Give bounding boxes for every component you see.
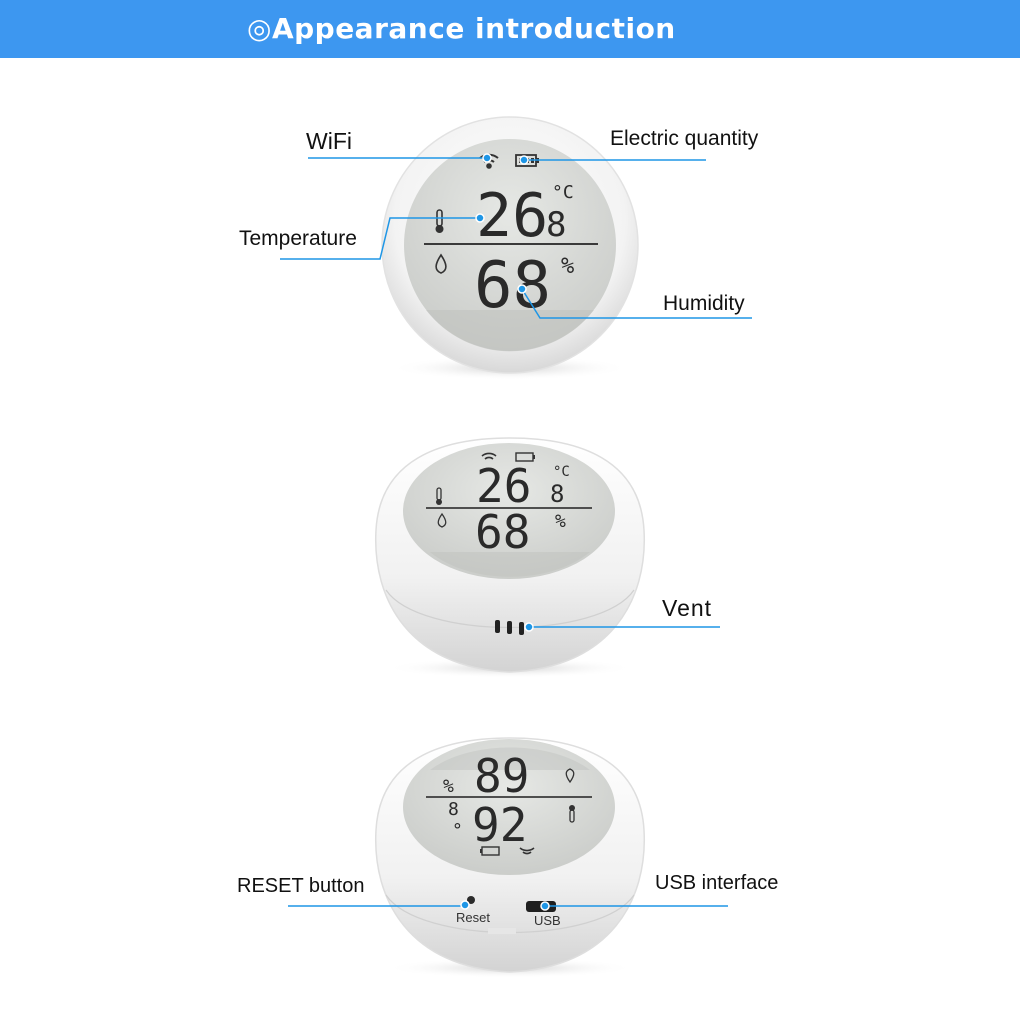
droplet-icon: [435, 253, 447, 274]
usb-engraved-label: USB: [534, 913, 561, 928]
front-humidity-unit: %: [561, 254, 574, 279]
front-humidity-value: 68: [474, 249, 551, 323]
back-bottom-prefix: 8: [448, 799, 459, 820]
device-side: 26 8 °C 68 %: [374, 437, 646, 678]
reset-engraved-label: Reset: [456, 910, 490, 925]
callout-lines: [280, 157, 752, 907]
front-temperature-value: 26: [476, 181, 548, 251]
callout-humidity: Humidity: [663, 292, 745, 315]
side-humidity-unit: %: [555, 511, 566, 532]
device-back: 89 % 92 8 ° Reset USB: [374, 737, 646, 978]
side-temperature-value: 26: [476, 459, 531, 513]
front-temperature-decimal: 8: [546, 205, 566, 245]
callout-vent: Vent: [662, 595, 713, 621]
side-temperature-decimal: 8: [550, 480, 564, 508]
back-top-unit: %: [443, 776, 454, 797]
droplet-icon-small: [437, 512, 447, 528]
vent-slots: [495, 620, 524, 635]
battery-icon-small: [515, 452, 535, 462]
reset-hole[interactable]: [467, 896, 475, 904]
callout-dots: [460, 153, 550, 911]
battery-icon-inverted: [480, 846, 500, 856]
page-title: ◎Appearance introduction: [247, 12, 676, 45]
callout-usb-interface: USB interface: [655, 872, 779, 894]
side-temperature-unit: °C: [553, 464, 570, 480]
back-top-reading: 89: [474, 749, 529, 803]
header-banner: ◎Appearance introduction: [0, 0, 1020, 58]
page-title-text: Appearance introduction: [271, 12, 676, 45]
droplet-icon-inverted: [565, 768, 575, 784]
callout-temperature: Temperature: [239, 227, 357, 250]
thermometer-icon-inverted: [569, 805, 575, 823]
back-bottom-reading: 92: [472, 798, 527, 852]
front-temperature-unit: °C: [552, 182, 574, 203]
back-bottom-unit: °: [452, 820, 463, 841]
thermometer-icon-small: [436, 487, 442, 505]
wifi-icon-inverted: [519, 847, 535, 855]
target-icon: ◎: [247, 12, 272, 45]
device-front: 26 8 °C 68 %: [381, 116, 639, 380]
callout-wifi: WiFi: [306, 128, 352, 154]
side-humidity-value: 68: [475, 505, 530, 559]
callout-reset-button: RESET button: [237, 875, 365, 897]
callout-electric-quantity: Electric quantity: [610, 127, 759, 150]
wifi-icon-small: [481, 452, 497, 460]
